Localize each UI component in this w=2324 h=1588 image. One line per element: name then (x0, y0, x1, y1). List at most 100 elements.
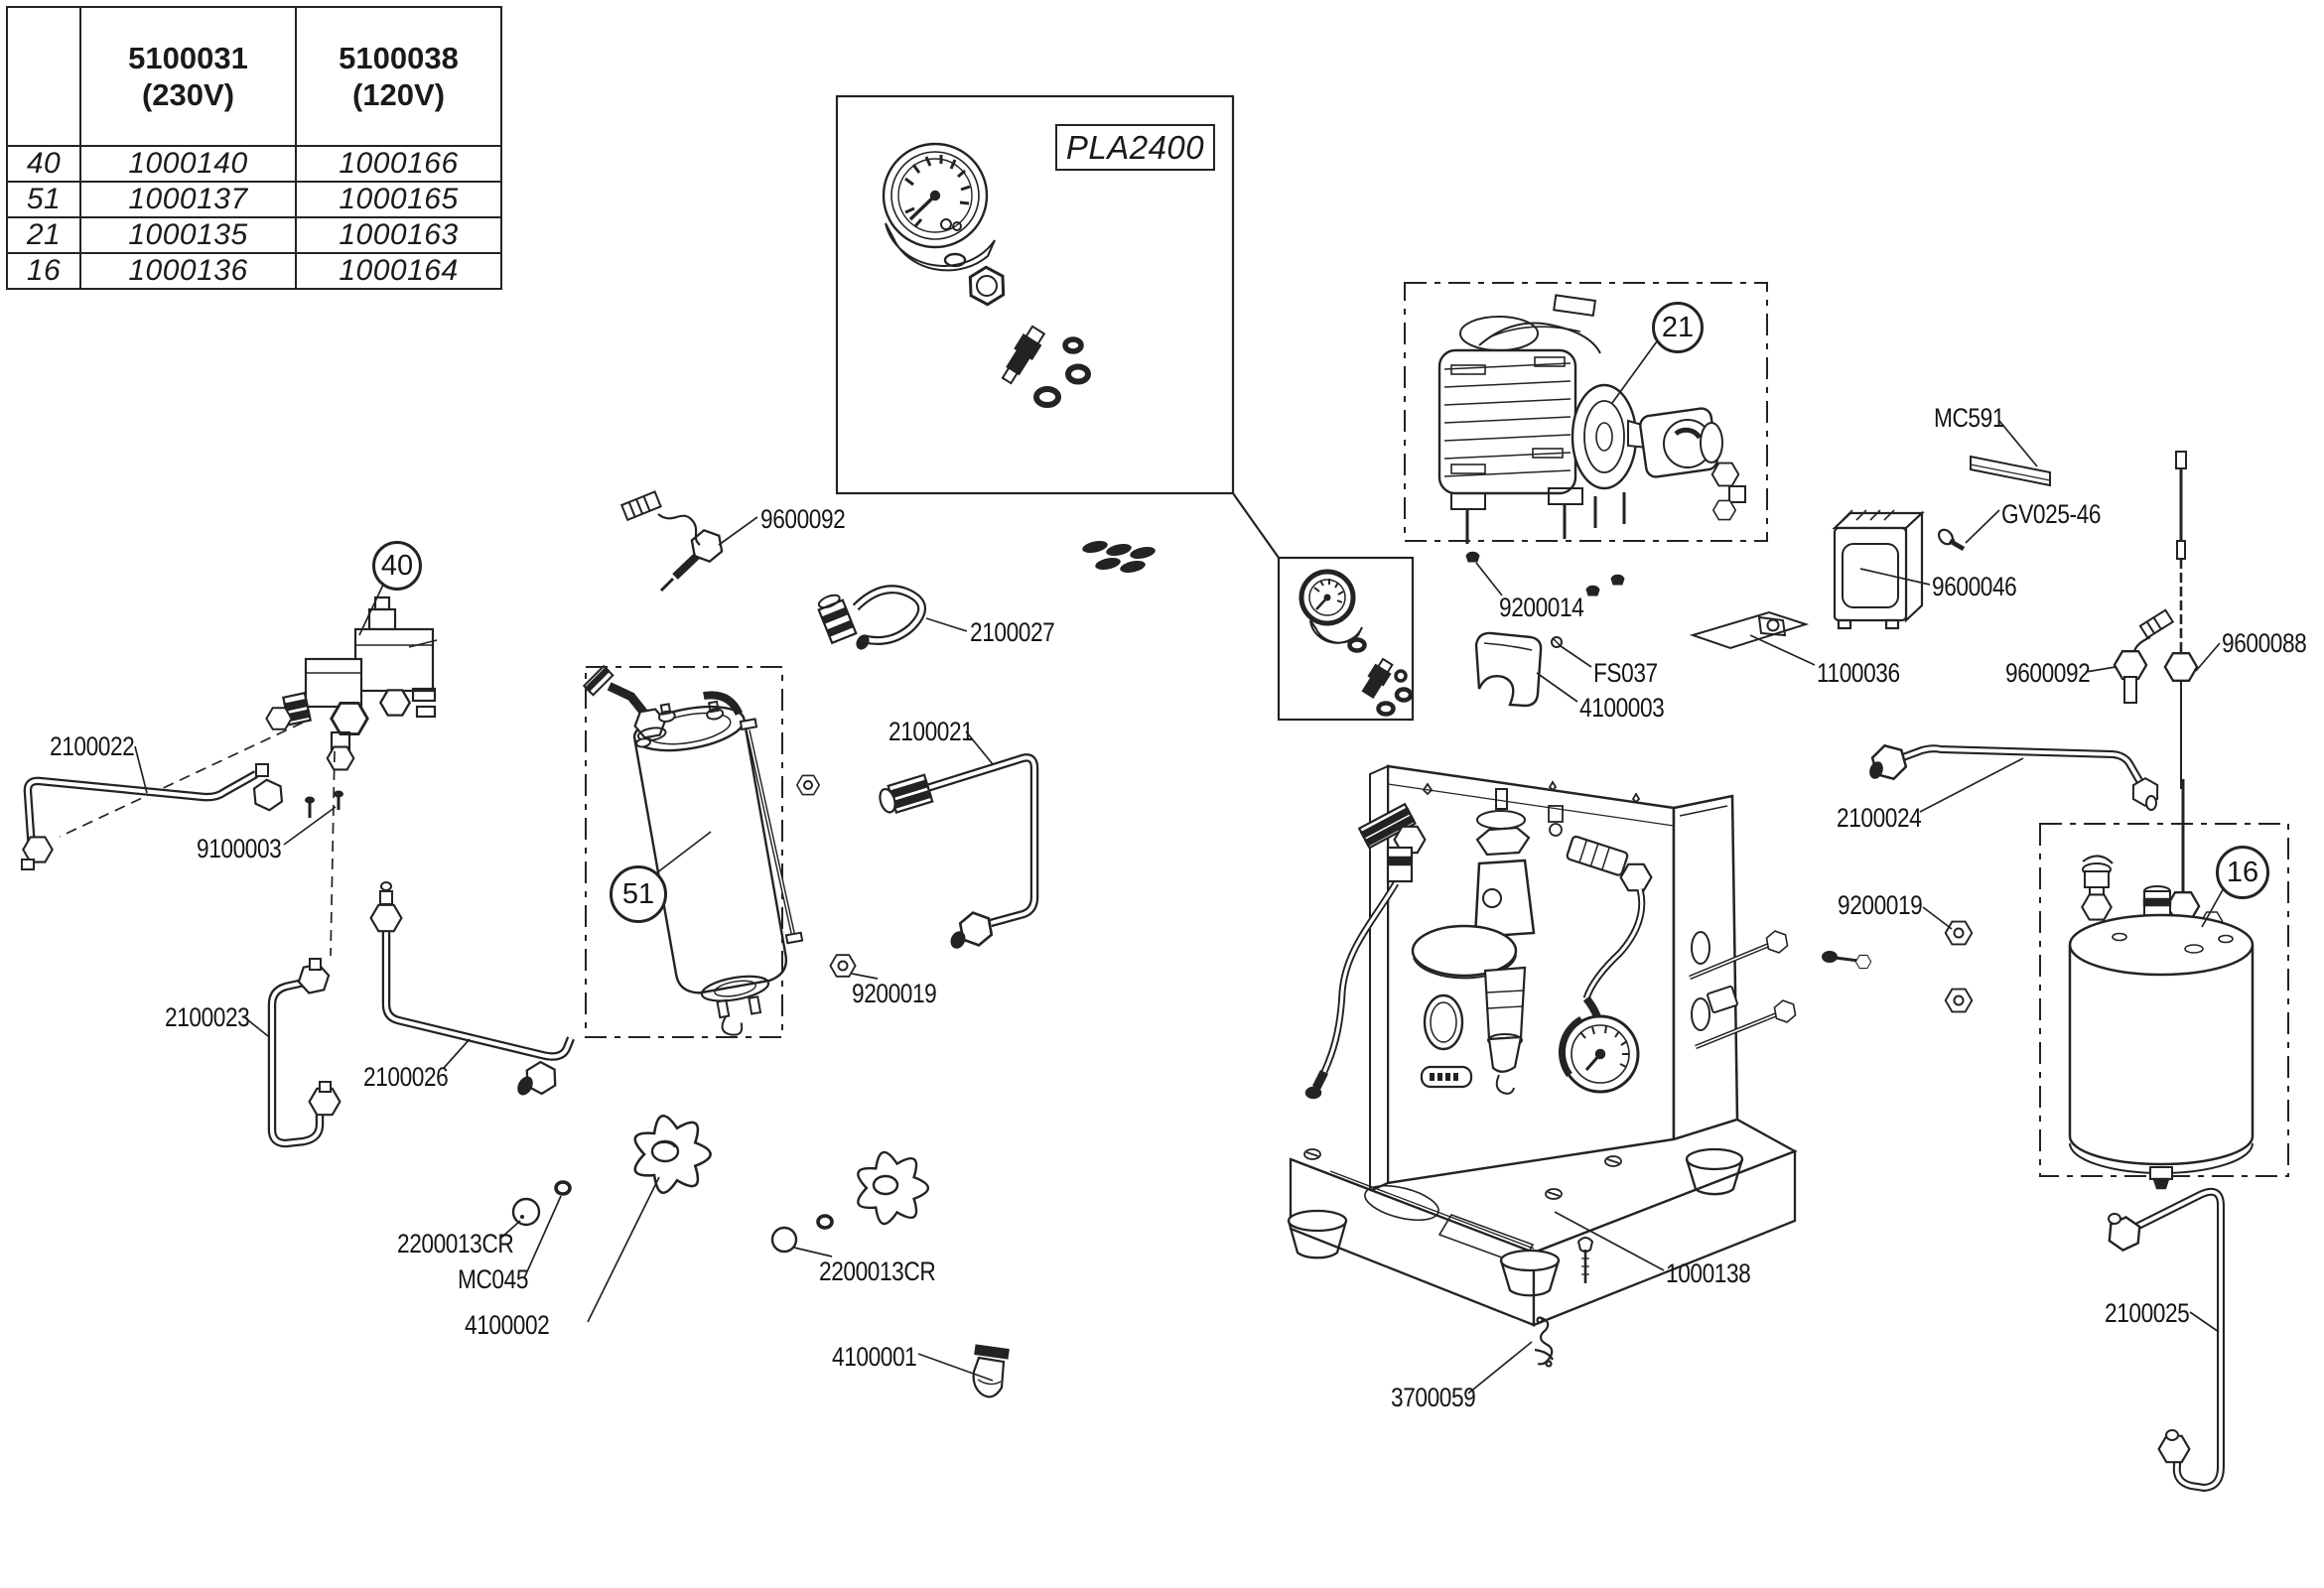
oring-left-drawing (554, 1180, 572, 1196)
part-label-base-frame: 1000138 (1666, 1258, 1751, 1288)
machine-assembly-drawing (1287, 764, 1800, 1368)
part-label-pump-cover: 4100003 (1579, 693, 1665, 723)
heat-exchanger-dashed-box (585, 666, 783, 1038)
drain-tube-drawing (2102, 1187, 2225, 1493)
valve-group-drawing (265, 596, 438, 771)
fs037-screw-drawing (1551, 636, 1563, 648)
part-label-oring-left: 2200013CR (397, 1229, 514, 1258)
boiler-studs-drawing (1689, 928, 1800, 1050)
part-label-middle-tube: 2100026 (363, 1062, 449, 1092)
temp-sensor-left-drawing (619, 490, 728, 593)
part-label-oring-right: 2200013CR (819, 1257, 936, 1286)
small-gauge-box (1277, 556, 1415, 722)
part-label-cap-mc045: MC045 (458, 1264, 529, 1294)
row-ref: 40 (6, 145, 81, 183)
part-120v: 1000165 (295, 181, 502, 218)
part-label-level-probe: 9600088 (2222, 628, 2307, 658)
part-label-drain-tube: 2100025 (2105, 1298, 2190, 1328)
part-120v: 1000166 (295, 145, 502, 183)
pressure-gauge-kit-drawing (882, 142, 1091, 408)
voltage-parts-table: 5100031 (230V) 5100038 (120V) 40 1000140… (6, 6, 502, 290)
dashed-assembly-boxes (585, 282, 2289, 1177)
alignment-dashed-lines (59, 722, 336, 957)
part-label-nut-right: 9200019 (1838, 890, 1923, 920)
oring-ball-right-drawing (770, 1226, 798, 1254)
table-row: 40 1000140 1000166 (6, 145, 502, 183)
part-label-steam-knob: 4100002 (465, 1310, 550, 1340)
base-screw-drawing (1576, 1237, 1594, 1283)
part-230v: 1000136 (79, 252, 297, 290)
temp-sensor-right-drawing (2113, 608, 2175, 704)
part-label-suction-cup: 4100001 (832, 1342, 917, 1372)
suction-cup-drawing (972, 1344, 1010, 1398)
table-header-230v: 5100031 (230V) (79, 6, 297, 147)
nut-right-drawing (1822, 920, 1974, 1013)
badge-steam-boiler: 16 (2216, 846, 2269, 899)
gasket-stack-drawing (1082, 540, 1156, 574)
part-label-clip: 3700059 (1391, 1383, 1476, 1412)
part-230v: 1000135 (79, 216, 297, 254)
strip-drawing (1970, 455, 2051, 487)
part-label-loop-tube: 2100023 (165, 1002, 250, 1032)
part-230v: 1000140 (79, 145, 297, 183)
part-120v: 1000163 (295, 216, 502, 254)
part-120v: 1000164 (295, 252, 502, 290)
group-tube-drawing (879, 753, 1039, 950)
steam-boiler-dashed-box (2039, 823, 2289, 1177)
row-ref: 21 (6, 216, 81, 254)
row-ref: 51 (6, 181, 81, 218)
part-label-inlet-tube: 2100022 (50, 731, 135, 761)
part-label-temp-sensor-left: 9600092 (760, 504, 846, 534)
kit-boxes (835, 94, 1415, 722)
gv-screw-drawing (1938, 528, 1966, 551)
pump-motor-dashed-box (1404, 282, 1768, 542)
gauge-tube-drawing (817, 585, 926, 650)
clip-drawing (1534, 1316, 1554, 1368)
level-probe-drawing (2163, 451, 2199, 789)
boiler-tube-drawing (1866, 741, 2165, 811)
table-row: 51 1000137 1000165 (6, 181, 502, 218)
pump-motor-drawing (1437, 294, 1746, 544)
part-label-gauge-tube: 2100027 (970, 617, 1055, 647)
pla2400-kit-box (835, 94, 1235, 495)
part-label-plate: 1100036 (1817, 658, 1900, 688)
table-row: 16 1000136 1000164 (6, 252, 502, 290)
small-gauge-kit-drawing (1299, 569, 1414, 717)
part-label-nut-left: 9200019 (852, 979, 937, 1008)
cap-mc045-drawing (511, 1197, 541, 1227)
plate-drawing (1689, 610, 1810, 650)
kit-box-connector-line (1232, 492, 1280, 559)
loop-tube-drawing (267, 958, 342, 1148)
loose-nuts-drawing (795, 774, 857, 978)
part-230v: 1000137 (79, 181, 297, 218)
part-label-screw-gv: GV025-46 (2001, 499, 2102, 529)
control-box-drawing (1832, 509, 1925, 630)
badge-pump-motor: 21 (1652, 302, 1704, 353)
badge-valve-group: 40 (372, 541, 422, 591)
table-corner-cell (6, 6, 81, 147)
screw-set-drawing (305, 790, 343, 818)
knob-and-small-parts (511, 1114, 1010, 1398)
part-label-group-tube: 2100021 (889, 717, 974, 746)
cap-nuts-drawing (1465, 551, 1625, 596)
kit-code-label: PLA2400 (1055, 124, 1215, 171)
badge-heat-exchanger: 51 (610, 865, 667, 923)
part-label-boiler-tube: 2100024 (1837, 803, 1922, 833)
part-label-control-box: 9600046 (1932, 572, 2017, 601)
row-ref: 16 (6, 252, 81, 290)
leader-lines (134, 340, 2226, 1394)
table-header-row: 5100031 (230V) 5100038 (120V) (6, 6, 502, 147)
table-row: 21 1000135 1000163 (6, 216, 502, 254)
pump-cover-drawing (1474, 631, 1543, 708)
part-label-cap-nuts: 9200014 (1499, 593, 1584, 622)
heat-exchanger-drawing (582, 664, 804, 1036)
table-header-120v: 5100038 (120V) (295, 6, 502, 147)
part-label-screw-fs037: FS037 (1593, 658, 1658, 688)
steam-boiler-drawing (2068, 779, 2255, 1190)
inlet-tube-drawing (21, 763, 343, 870)
middle-tube-drawing (369, 881, 575, 1099)
part-label-temp-sensor-right: 9600092 (2005, 658, 2091, 688)
part-label-strip-mc591: MC591 (1934, 403, 2005, 433)
